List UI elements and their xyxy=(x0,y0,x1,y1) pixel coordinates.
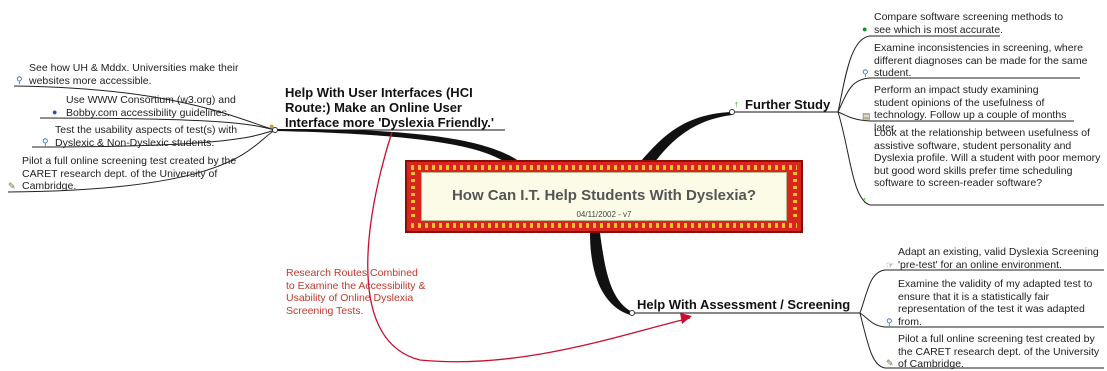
assessment-item-2-line xyxy=(859,312,1104,328)
hci-bulb-icon: ● xyxy=(269,121,275,131)
branch-hci[interactable]: Help With User Interfaces (HCI Route:) M… xyxy=(285,85,494,130)
further-flag-icon: ↑ xyxy=(734,99,739,109)
central-title: How Can I.T. Help Students With Dyslexia… xyxy=(451,187,757,204)
further-item-2-line xyxy=(837,77,1080,113)
further-item-1-line xyxy=(837,35,1000,113)
assessment-item-1[interactable]: Adapt an existing, valid Dyslexia Screen… xyxy=(898,246,1099,271)
assessment-item-3[interactable]: Pilot a full online screening test creat… xyxy=(898,333,1100,370)
pencil-icon: ✎ xyxy=(886,358,894,368)
search-icon: ⚲ xyxy=(862,68,869,78)
further-item-4[interactable]: Look at the relationship between usefuln… xyxy=(874,127,1101,189)
hci-item-1-line xyxy=(13,85,276,131)
further-item-4-line xyxy=(837,111,1104,206)
hci-item-4-line xyxy=(7,129,276,193)
flag-icon: ↑ xyxy=(862,195,867,205)
check-icon: ● xyxy=(862,24,868,34)
tool-icon: ☞ xyxy=(886,260,895,270)
branch-assessment[interactable]: Help With Assessment / Screening xyxy=(637,297,851,312)
further-item-2[interactable]: Examine inconsistencies in screening, wh… xyxy=(874,42,1088,79)
hci-item-2[interactable]: Use WWW Consortium (w3.org) and Bobby.co… xyxy=(66,94,236,119)
relationship-arrow xyxy=(367,131,691,363)
chart-icon: ▤ xyxy=(862,111,871,121)
hci-item-3[interactable]: Test the usability aspects of test(s) wi… xyxy=(55,124,238,149)
search-icon: ⚲ xyxy=(16,75,23,85)
central-topic[interactable]: How Can I.T. Help Students With Dyslexia… xyxy=(405,160,803,233)
branch-connector-hci xyxy=(275,128,520,162)
further-item-3[interactable]: Perform an impact study examining studen… xyxy=(874,84,1067,134)
hci-item-4[interactable]: Pilot a full online screening test creat… xyxy=(22,155,237,192)
search-icon: ⚲ xyxy=(886,317,893,327)
assessment-item-3-line xyxy=(859,312,1104,369)
assessment-item-1-line xyxy=(859,269,1104,314)
search-icon: ⚲ xyxy=(42,137,49,147)
assessment-item-2[interactable]: Examine the validity of my adapted test … xyxy=(898,278,1093,328)
info-icon: ● xyxy=(52,107,58,117)
relationship-arrowhead xyxy=(680,313,692,324)
branch-connector-further xyxy=(640,112,732,162)
relationship-note[interactable]: Research Routes Combined to Examine the … xyxy=(286,267,426,317)
central-date: 04/11/2002 - v7 xyxy=(576,210,632,219)
branch-further-study[interactable]: Further Study xyxy=(745,97,831,112)
branch-connector-assessment xyxy=(590,233,632,315)
hci-item-3-line xyxy=(31,129,276,148)
hci-item-2-line xyxy=(39,117,276,131)
further-item-1[interactable]: Compare software screening methods to se… xyxy=(874,11,1064,36)
pencil-icon: ✎ xyxy=(8,181,16,191)
further-item-3-line xyxy=(837,111,1074,122)
hci-item-1[interactable]: See how UH & Mddx. Universities make the… xyxy=(29,62,239,87)
